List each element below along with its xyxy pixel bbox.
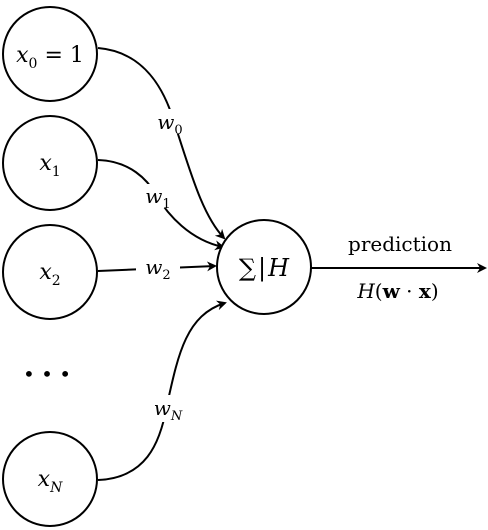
output-dot: · (400, 279, 419, 303)
output-formula: H(w · x) (356, 279, 438, 303)
weight-w0-symbol: w (157, 110, 174, 134)
node-function: H (267, 254, 290, 282)
svg-text:x0 = 1: x0 = 1 (16, 43, 84, 72)
output-label: prediction (348, 232, 452, 256)
weight-w0-subscript: 0 (174, 123, 182, 138)
input-x2-symbol: x (39, 260, 52, 285)
input-xN-symbol: x (38, 467, 51, 492)
edge-w1: w1 (97, 159, 225, 251)
input-x0-suffix: = 1 (37, 43, 83, 68)
input-node-x2: x2 (2, 224, 98, 320)
edge-wN: wN (97, 300, 227, 481)
svg-text:w1: w1 (145, 184, 170, 212)
node-separator: | (258, 254, 266, 283)
weight-w1-subscript: 1 (162, 197, 170, 212)
output-function: H (356, 279, 375, 303)
svg-text:x1: x1 (39, 151, 60, 180)
output-open-paren: ( (375, 279, 383, 303)
svg-text:xN: xN (38, 467, 63, 496)
sum-symbol: ∑ (239, 254, 256, 282)
input-x0-symbol: x (16, 43, 29, 68)
svg-text:x2: x2 (39, 260, 60, 289)
weight-wN-subscript: N (170, 409, 183, 424)
summation-node: ∑|H (216, 219, 312, 315)
edge-w0: w0 (97, 47, 226, 240)
input-x1-symbol: x (39, 151, 52, 176)
output-close-paren: ) (431, 279, 439, 303)
edge-w2: w2 (97, 253, 217, 283)
input-x1-subscript: 1 (52, 164, 61, 180)
output-w-vector: w (382, 279, 401, 303)
ellipsis: • • • (23, 362, 71, 386)
input-node-xN: xN (2, 431, 98, 527)
svg-text:wN: wN (154, 396, 183, 424)
output-x-vector: x (419, 279, 432, 303)
input-node-x1: x1 (2, 115, 98, 211)
weight-w1-symbol: w (145, 184, 162, 208)
svg-text:w0: w0 (157, 110, 182, 138)
input-node-x0: x0 = 1 (2, 6, 98, 102)
svg-text:w2: w2 (145, 255, 170, 283)
weight-w2-subscript: 2 (162, 268, 170, 283)
input-x2-subscript: 2 (52, 273, 61, 289)
svg-text:∑|H: ∑|H (239, 254, 290, 283)
input-xN-subscript: N (49, 480, 63, 496)
weight-w2-symbol: w (145, 255, 162, 279)
input-x0-subscript: 0 (29, 56, 38, 72)
output-edge: prediction H(w · x) (311, 232, 487, 303)
weight-wN-symbol: w (154, 396, 171, 420)
